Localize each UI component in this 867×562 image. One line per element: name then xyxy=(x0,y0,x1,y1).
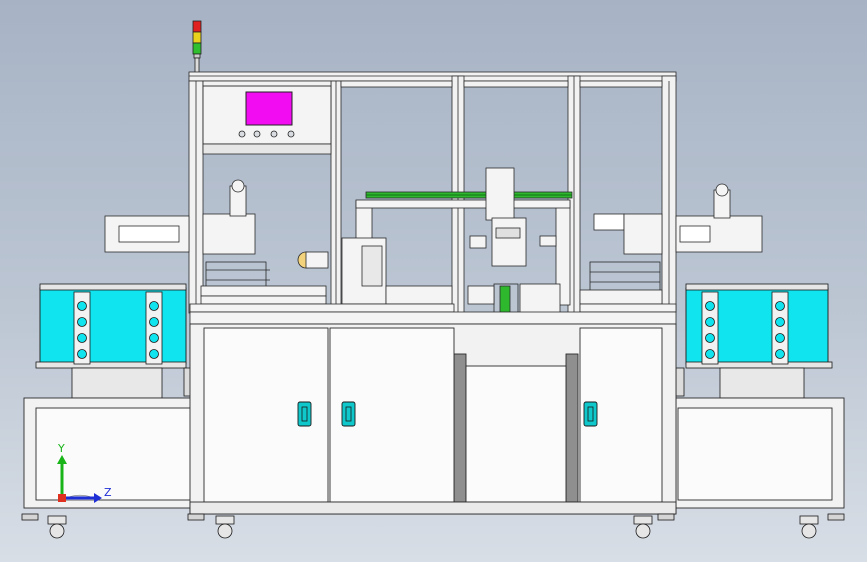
tower-light-yellow xyxy=(192,31,202,44)
tower-light-red xyxy=(192,20,202,33)
y-axis-label: Y xyxy=(57,442,65,455)
left-label-head xyxy=(104,179,327,305)
leveling-feet xyxy=(21,513,845,521)
door-handle-1[interactable] xyxy=(297,401,312,427)
right-label-head xyxy=(579,183,763,305)
main-cabinet xyxy=(189,323,677,515)
door-handle-2[interactable] xyxy=(341,401,356,427)
door-handle-3[interactable] xyxy=(583,401,598,427)
hmi-buttons[interactable] xyxy=(238,130,295,138)
casters xyxy=(47,515,819,539)
hmi-screen[interactable] xyxy=(245,91,293,126)
right-side-cabinet xyxy=(675,397,845,509)
upper-frame xyxy=(188,71,677,357)
cabinet-door-3[interactable] xyxy=(465,365,567,503)
left-side-cabinet xyxy=(23,397,195,509)
door-handles[interactable] xyxy=(297,401,598,427)
right-hopper xyxy=(675,283,833,399)
z-axis-label: Z xyxy=(104,486,112,499)
left-hopper xyxy=(35,283,193,399)
tower-light-green xyxy=(192,42,202,55)
axis-triad: Y Z xyxy=(57,442,112,503)
signal-tower xyxy=(192,20,202,77)
hmi-control-box xyxy=(202,85,332,155)
